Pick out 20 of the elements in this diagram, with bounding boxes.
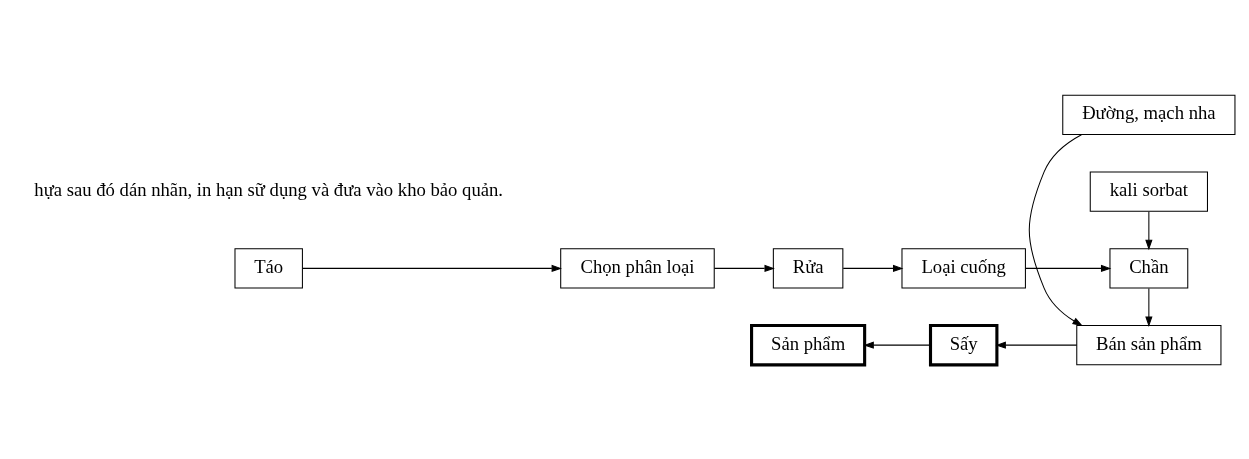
arrow — [713, 264, 775, 272]
node-box: Loại cuống — [901, 247, 1026, 289]
node-box: Rửa — [772, 247, 844, 289]
arrow — [995, 341, 1078, 349]
node-box: Bán sản phẩm — [1076, 324, 1222, 365]
arrow — [1145, 210, 1153, 250]
arrow — [842, 264, 904, 272]
arrow — [302, 264, 562, 272]
node-box: Sản phẩm — [750, 323, 867, 366]
node-box: Chần — [1109, 247, 1189, 289]
arrow — [1145, 287, 1153, 327]
arrow — [1025, 264, 1112, 272]
label: hựa sau đó dán nhãn, in hạn sữ dụng và đưa vào kho bảo quản. — [34, 178, 504, 200]
node-box: kali sorbat — [1089, 170, 1208, 212]
node-box: Đường, mạch nha — [1062, 94, 1236, 135]
node-box: Sấy — [928, 323, 999, 366]
arrow — [863, 341, 931, 349]
arrow — [1028, 133, 1083, 326]
node-box: Chọn phân loại — [560, 247, 715, 289]
node-box: Táo — [234, 247, 303, 289]
